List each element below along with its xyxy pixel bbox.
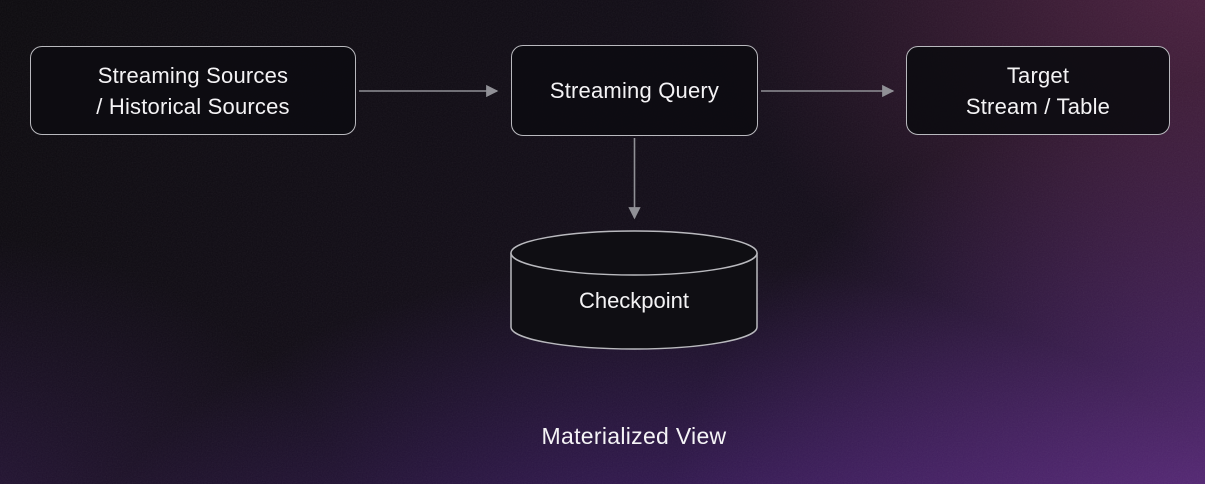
diagram-caption: Materialized View <box>541 423 727 449</box>
node-target-label-line1: Target <box>1006 62 1070 88</box>
node-target-stream-table: Target Stream / Table <box>906 46 1170 135</box>
node-streaming-sources-label-line1: Streaming Sources <box>97 62 289 88</box>
node-target-label-line2: Stream / Table <box>965 93 1111 119</box>
node-streaming-query: Streaming Query <box>511 45 758 136</box>
checkpoint-label: Checkpoint <box>578 288 690 313</box>
checkpoint-cylinder-shape <box>510 230 758 350</box>
node-streaming-query-label: Streaming Query <box>549 78 720 103</box>
node-streaming-sources-label-line2: / Historical Sources <box>96 93 290 119</box>
node-streaming-sources: Streaming Sources / Historical Sources <box>30 46 356 135</box>
